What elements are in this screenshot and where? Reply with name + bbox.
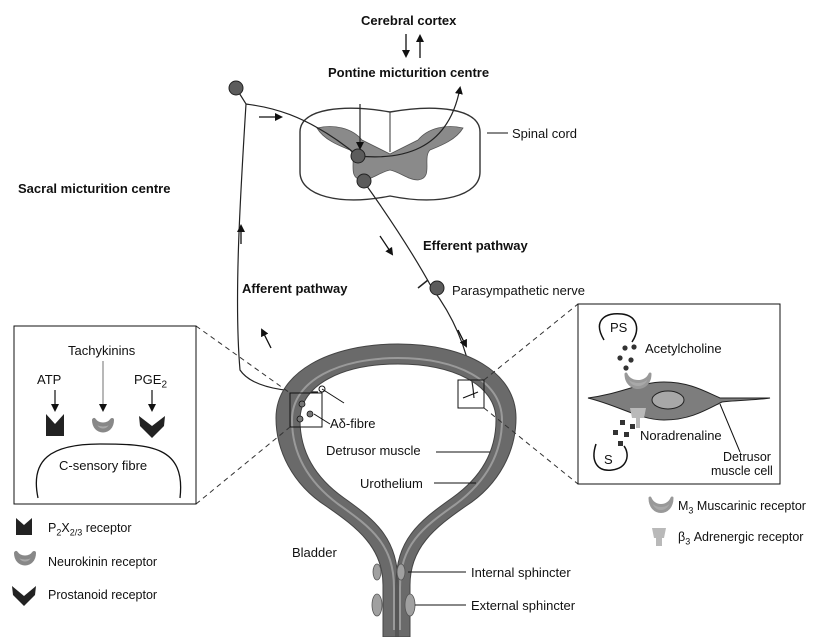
spinal-cord-label: Spinal cord (512, 126, 577, 141)
acetylcholine-label: Acetylcholine (645, 341, 722, 356)
a-delta-fibre-label: Aδ-fibre (330, 416, 376, 431)
pontine-micturition-centre-label: Pontine micturition centre (328, 65, 489, 80)
cortex-arrows (406, 34, 420, 58)
cell-nucleus (652, 391, 684, 409)
sacral-micturition-centre-label: Sacral micturition centre (18, 181, 170, 196)
atp-label: ATP (37, 372, 61, 387)
ps-label: PS (610, 320, 627, 335)
pge2-base: PGE (134, 372, 161, 387)
detrusor-muscle-label: Detrusor muscle (326, 443, 421, 458)
afferent-pathway-label: Afferent pathway (242, 281, 347, 296)
neuron-bodies (229, 81, 444, 295)
parasympathetic-nerve-label: Parasympathetic nerve (452, 283, 585, 298)
urothelium-label: Urothelium (360, 476, 423, 491)
b3-tail: Adrenergic receptor (690, 530, 803, 544)
cerebral-cortex-label: Cerebral cortex (361, 13, 456, 28)
zoom-boxes (290, 380, 484, 427)
legend-prostanoid-icon (12, 586, 36, 606)
legend-b3-icon (652, 528, 666, 546)
spinal-cord-section (300, 108, 480, 200)
p2x-sub-23: 2/3 (70, 528, 83, 538)
b3-adrenergic-receptor-label: β3 Adrenergic receptor (678, 530, 803, 550)
legend-p2x-icon (16, 518, 32, 535)
m3-tail: Muscarinic receptor (693, 499, 806, 513)
right-legend-shapes (650, 498, 672, 546)
legend-neurokinin-icon (16, 553, 34, 564)
dashed-connectors (196, 304, 578, 504)
pge2-subscript: 2 (161, 380, 167, 391)
external-sphincter-label: External sphincter (471, 598, 575, 613)
neurokinin-receptor-label: Neurokinin receptor (48, 555, 157, 570)
p2x-x: X (61, 521, 69, 535)
prostanoid-receptor-label: Prostanoid receptor (48, 588, 157, 603)
pge2-label: PGE2 (134, 372, 167, 393)
legend-m3-icon (650, 498, 672, 512)
m3-m: M (678, 499, 688, 513)
efferent-pathway-label: Efferent pathway (423, 238, 528, 253)
c-sensory-fibre-label: C-sensory fibre (59, 458, 147, 473)
p2x-tail: receptor (82, 521, 131, 535)
p2x-receptor-label: P2X2/3 receptor (48, 521, 132, 541)
detrusor-cell-label-line1: Detrusor (723, 450, 771, 465)
internal-sphincter-label: Internal sphincter (471, 565, 571, 580)
bladder-label: Bladder (292, 545, 337, 560)
tachykinins-label: Tachykinins (68, 343, 135, 358)
s-label: S (604, 452, 613, 467)
detrusor-cell-label-line2: muscle cell (711, 464, 773, 479)
noradrenaline-label: Noradrenaline (640, 428, 722, 443)
m3-muscarinic-receptor-label: M3 Muscarinic receptor (678, 499, 806, 519)
left-legend-shapes (12, 518, 36, 606)
